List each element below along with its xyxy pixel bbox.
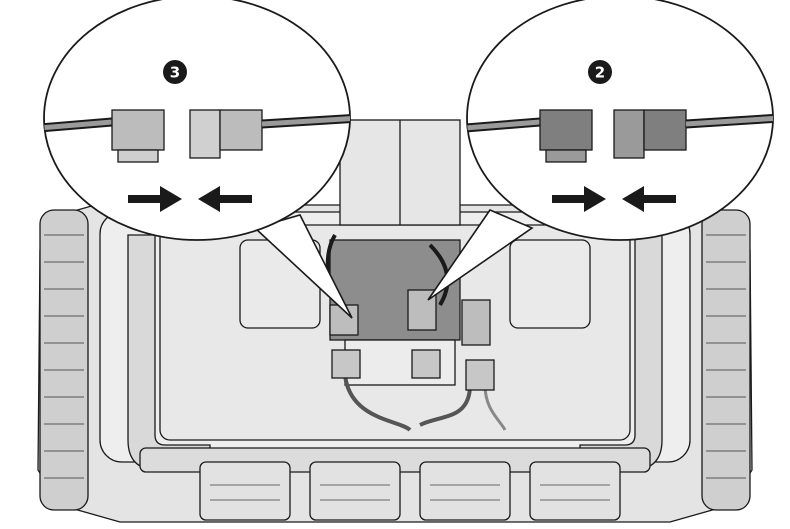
step-number-badge-right xyxy=(588,60,612,84)
brush-modules xyxy=(199,461,621,521)
brush-module xyxy=(309,461,401,521)
brush-module xyxy=(529,461,621,521)
cable-right xyxy=(428,243,450,307)
callout-right-pointer xyxy=(427,209,534,301)
callout-right: 2 xyxy=(427,0,774,301)
arrow-left-icon xyxy=(622,186,676,212)
body-connector-4 xyxy=(331,349,361,379)
arrow-right-icon xyxy=(552,186,606,212)
right-handle-pipe xyxy=(579,234,663,471)
brush-module xyxy=(419,461,511,521)
body-connector-3 xyxy=(461,299,491,346)
callout-left: 3 xyxy=(43,0,353,319)
arrow-left-icon xyxy=(198,186,252,212)
callout-right-connector-male xyxy=(539,109,593,163)
right-motor-block xyxy=(509,239,591,329)
brush-module xyxy=(199,461,291,521)
left-track xyxy=(39,209,89,511)
callout-right-connector-female xyxy=(613,109,687,159)
callout-left-connector-male xyxy=(111,109,165,163)
step-number-badge-left xyxy=(163,60,187,84)
step-number-left: 3 xyxy=(170,64,180,82)
arrow-right-icon xyxy=(128,186,182,212)
left-handle-pipe xyxy=(127,234,211,471)
body-connector-5 xyxy=(411,349,441,379)
cable-bottom xyxy=(343,374,412,432)
body-connector-6 xyxy=(465,359,495,391)
robot-body xyxy=(37,119,753,523)
right-track xyxy=(701,209,751,511)
step-number-right: 2 xyxy=(595,64,605,82)
callout-left-connector-female xyxy=(189,109,263,159)
